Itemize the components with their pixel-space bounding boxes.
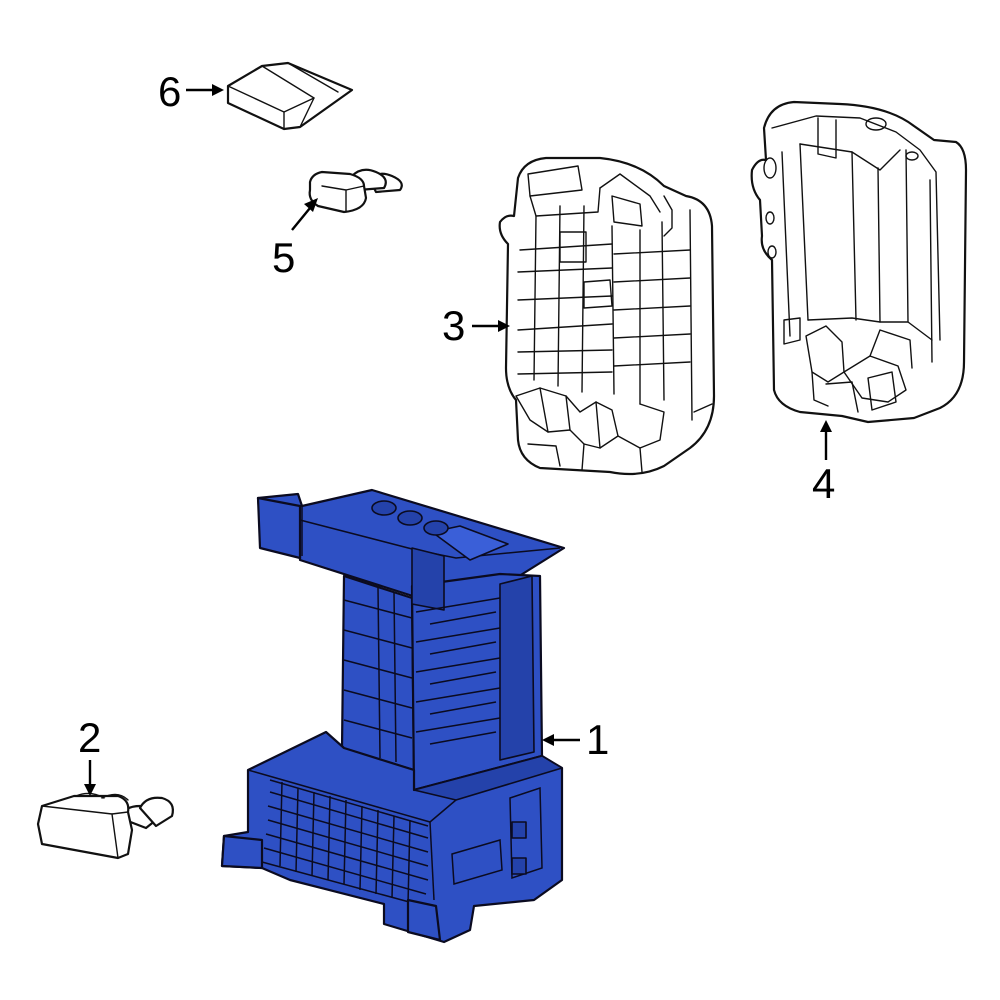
callout-5-label: 5 xyxy=(272,234,295,281)
part-6-fuse-puller[interactable] xyxy=(226,61,354,131)
part-1-fuse-box-housing[interactable] xyxy=(220,488,566,944)
callout-2-label: 2 xyxy=(78,714,101,761)
callout-1-label: 1 xyxy=(586,716,609,763)
callout-4-label: 4 xyxy=(812,460,835,507)
callout-1: 1 xyxy=(542,716,609,763)
callout-3: 3 xyxy=(442,302,510,349)
connector-cavity-grid xyxy=(261,779,429,907)
callout-3-label: 3 xyxy=(442,302,465,349)
callout-2: 2 xyxy=(78,714,101,796)
part-5-mini-fuse[interactable] xyxy=(308,168,403,214)
part-2-maxi-fuse[interactable] xyxy=(36,792,174,860)
part-3-fuse-block-insert[interactable] xyxy=(498,156,716,476)
callout-5: 5 xyxy=(272,198,318,281)
callout-4: 4 xyxy=(812,420,835,507)
callout-6: 6 xyxy=(158,68,224,115)
callout-6-label: 6 xyxy=(158,68,181,115)
part-4-upper-cover[interactable] xyxy=(750,100,968,424)
